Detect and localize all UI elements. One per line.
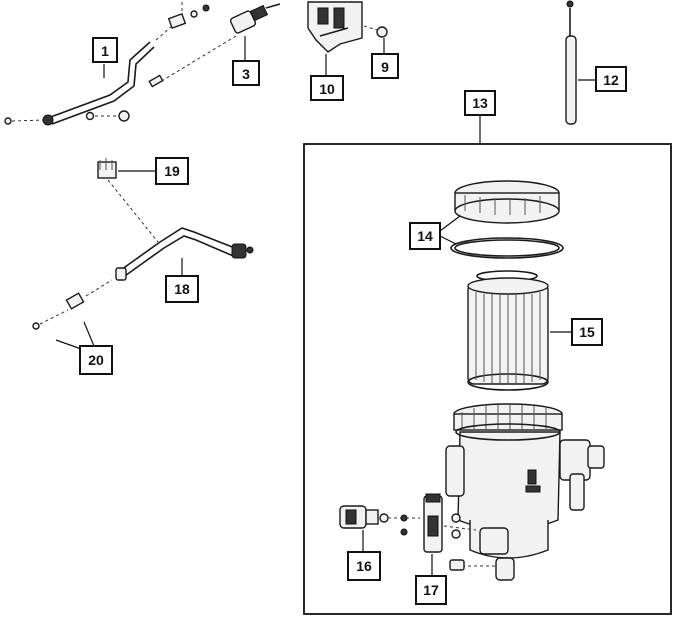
callout-17-label: 17 [423,582,439,598]
fuel-line-part-1 [4,2,210,126]
callout-3: 3 [232,36,260,86]
callout-18: 18 [165,258,199,303]
filter-assembly-group-frame [303,143,672,615]
callout-16: 16 [347,530,381,581]
filter-element-part-15 [467,270,549,391]
callout-13: 13 [464,90,496,144]
sensor-part-3 [148,3,281,88]
callout-13-label: 13 [472,95,488,111]
callout-14-label: 14 [417,228,433,244]
callout-19-label: 19 [164,163,180,179]
callout-1-label: 1 [101,43,109,59]
callout-20: 20 [55,321,113,375]
callout-9-label: 9 [381,59,389,75]
clip-part-19 [97,158,117,179]
filter-cap-part-14 [450,180,564,259]
sensor-part-16 [339,505,420,529]
callout-12: 12 [578,66,627,92]
bracket-part-10 [307,1,363,53]
rod-part-12 [565,0,577,125]
valve-part-17 [400,493,477,553]
callout-20-label: 20 [88,352,104,368]
callout-9: 9 [371,38,399,79]
callout-10-label: 10 [319,81,335,97]
callout-15-label: 15 [579,324,595,340]
callout-19: 19 [118,157,189,185]
callout-12-label: 12 [603,72,619,88]
callout-17: 17 [415,554,447,605]
callout-15: 15 [550,318,603,346]
fitting-part-20 [32,279,113,330]
callout-16-label: 16 [356,558,372,574]
callout-3-label: 3 [242,66,250,82]
callout-18-label: 18 [174,281,190,297]
callout-10: 10 [310,54,344,101]
filter-housing [445,403,605,581]
callout-14: 14 [409,215,461,250]
bolt-part-9 [363,25,388,38]
callout-1: 1 [92,37,118,78]
fuel-line-part-18 [107,179,254,281]
